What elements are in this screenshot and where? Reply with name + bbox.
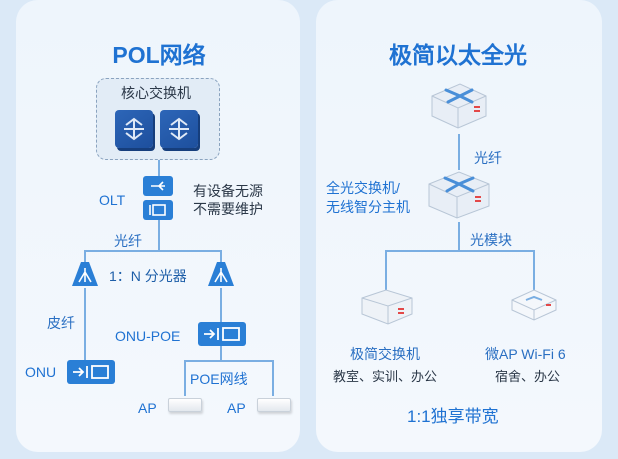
- connector-line: [84, 288, 86, 372]
- main-host-line1: 全光交换机/: [326, 180, 400, 196]
- minimal-switch-desc: 教室、实训、办公: [333, 369, 438, 384]
- all-optical-switch-icon: [428, 171, 490, 219]
- ap-label: AP: [227, 400, 246, 416]
- all-optical-title: 极简以太全光: [389, 42, 527, 68]
- connector-line: [158, 220, 160, 252]
- optical-module-label: 光模块: [470, 232, 512, 248]
- core-switch-label: 核心交换机: [121, 85, 191, 101]
- connector-line: [220, 346, 222, 362]
- connector-line: [184, 360, 186, 396]
- minimal-switch-icon: [361, 289, 413, 325]
- bandwidth-label: 1:1独享带宽: [407, 407, 499, 426]
- leather-fiber-label: 皮纤: [47, 315, 75, 331]
- ap-icon: [257, 398, 291, 412]
- ap-icon: [168, 398, 202, 412]
- fiber-label: 光纤: [114, 233, 142, 249]
- wifi6-ap-icon: [511, 289, 557, 321]
- splitter-label: 1：N 分光器: [109, 268, 187, 284]
- connector-line: [158, 160, 160, 176]
- minimal-switch-label: 极简交换机: [350, 346, 420, 362]
- poe-net-label: POE网线: [190, 371, 248, 387]
- core-switch-icon: [115, 110, 153, 148]
- connector-line: [272, 360, 274, 396]
- onu-poe-icon: [198, 322, 246, 346]
- wifi6-desc: 宿舍、办公: [495, 369, 561, 384]
- connector-line: [458, 222, 460, 252]
- connector-line: [385, 250, 535, 252]
- connector-line: [184, 360, 274, 362]
- connector-line: [533, 250, 535, 290]
- onu-poe-label: ONU-POE: [115, 328, 181, 344]
- fiber-label: 光纤: [474, 150, 502, 166]
- connector-line: [385, 250, 387, 290]
- connector-line: [220, 250, 222, 262]
- olt-port-icon: [143, 200, 173, 220]
- olt-icon: [143, 176, 173, 196]
- connector-line: [220, 288, 222, 322]
- olt-label: OLT: [99, 192, 126, 208]
- pol-network-title: POL网络: [112, 42, 206, 68]
- olt-note-line1: 有设备无源: [193, 183, 263, 199]
- splitter-icon: [72, 262, 98, 286]
- onu-icon: [67, 360, 115, 384]
- core-switch-icon: [160, 110, 198, 148]
- main-host-line2: 无线智分主机: [326, 199, 410, 215]
- olt-note-line2: 不需要维护: [193, 201, 263, 217]
- ap-label: AP: [138, 400, 157, 416]
- splitter-icon: [208, 262, 234, 286]
- connector-line: [458, 134, 460, 170]
- core-optical-switch-icon: [431, 83, 487, 129]
- connector-line: [84, 250, 222, 252]
- connector-line: [84, 250, 86, 262]
- onu-label: ONU: [25, 364, 57, 380]
- wifi6-label: 微AP Wi-Fi 6: [485, 346, 566, 362]
